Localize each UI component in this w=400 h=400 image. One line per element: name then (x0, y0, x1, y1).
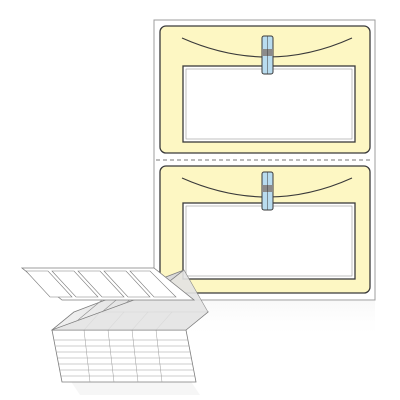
fanfold-stack-icon (20, 267, 210, 395)
label-top (159, 25, 371, 154)
top-strip-label-cells (25, 270, 177, 298)
stack-column-dividers (83, 329, 163, 383)
clothespin-icon (261, 35, 274, 75)
stack-front-face (51, 329, 197, 383)
label-window-top (182, 65, 356, 143)
label-window-bottom (182, 202, 356, 280)
clothespin-icon (261, 171, 274, 211)
label-bottom (159, 165, 371, 294)
stack-layer-lines (54, 339, 195, 377)
